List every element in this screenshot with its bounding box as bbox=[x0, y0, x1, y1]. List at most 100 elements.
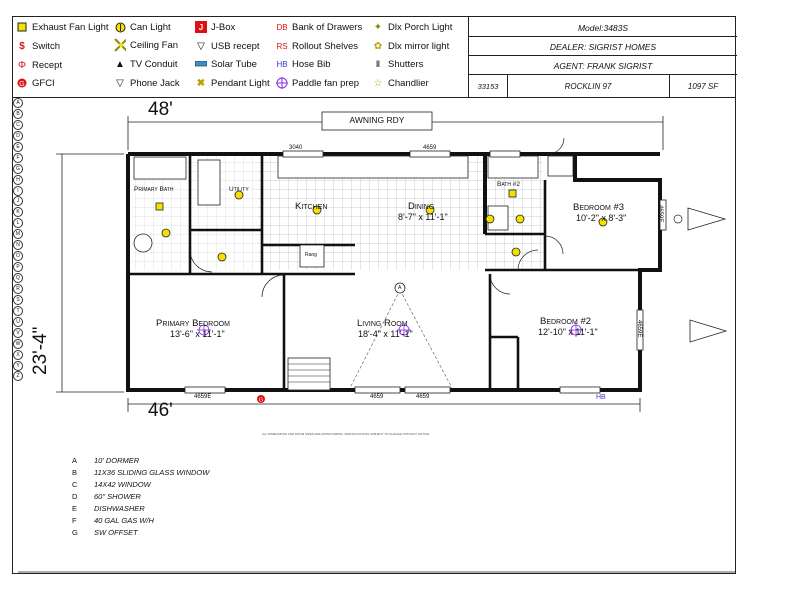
paddle-fan-prep-icon bbox=[276, 77, 288, 89]
awning-label: AWNING RDY bbox=[349, 115, 405, 125]
side-letter: Q bbox=[13, 273, 23, 283]
can-light-icon bbox=[114, 21, 126, 33]
plan-number: 33153 bbox=[469, 75, 508, 98]
side-letter: F bbox=[13, 152, 23, 163]
kitchen-counter bbox=[277, 155, 469, 179]
side-letter: S bbox=[13, 294, 23, 305]
legend-switch: $ Switch bbox=[16, 40, 60, 52]
ceiling-fan-icon bbox=[114, 38, 126, 52]
side-letter: Z bbox=[13, 371, 23, 382]
gfci-marker-label: G bbox=[259, 398, 263, 404]
side-letter: E bbox=[13, 141, 23, 152]
usb-recept-icon: ▽ bbox=[197, 40, 205, 52]
side-letter: Y bbox=[13, 360, 23, 371]
side-letter: A bbox=[13, 98, 23, 108]
legend-label: Can Light bbox=[130, 21, 171, 33]
legend-paddle-fan-prep: Paddle fan prep bbox=[276, 77, 359, 89]
room-bath-2: Bath #2 bbox=[497, 181, 521, 188]
side-letter: L bbox=[13, 218, 23, 229]
exhaust-fan bbox=[155, 202, 164, 211]
range bbox=[299, 244, 325, 268]
recept-icon: Φ bbox=[18, 59, 26, 71]
phone-jack-icon: ▽ bbox=[116, 77, 124, 89]
room-kitchen: Kitchen bbox=[295, 201, 328, 212]
elevation-arrow bbox=[687, 207, 727, 231]
dormer-marker bbox=[394, 282, 406, 294]
washer-dryer bbox=[197, 159, 221, 206]
legend-recept: Φ Recept bbox=[16, 59, 62, 71]
legend-j-box: J J-Box bbox=[195, 21, 235, 33]
window-label: 4659E bbox=[657, 205, 663, 223]
pendant-light-icon: ✖ bbox=[196, 77, 206, 89]
tv-conduit-icon: ▲ bbox=[115, 58, 125, 70]
legend-label: Dlx Porch Light bbox=[388, 21, 453, 33]
legend-label: GFCI bbox=[32, 77, 55, 89]
window-label: 4659E bbox=[194, 394, 212, 400]
dlx-porch-light-icon: ✦ bbox=[373, 21, 383, 33]
room-utility: Utility bbox=[229, 186, 249, 193]
legend-phone-jack: ▽ Phone Jack bbox=[114, 77, 180, 89]
legend-can-light: Can Light bbox=[114, 21, 171, 33]
legend-bank-of-drawers: DB Bank of Drawers bbox=[276, 21, 362, 33]
awning-box bbox=[321, 111, 433, 131]
solar-tube-icon bbox=[195, 58, 207, 70]
room-dining-dim: 8'-7" x 11'-1" bbox=[398, 212, 448, 222]
dealer-text: DEALER: SIGRIST HOMES bbox=[549, 42, 657, 52]
chandlier-icon: ☆ bbox=[373, 77, 383, 89]
tub bbox=[133, 233, 153, 253]
legend-shutters: Ⅱ Shutters bbox=[372, 58, 424, 70]
room-bedroom-3: Bedroom #3 bbox=[573, 202, 625, 213]
side-letter: V bbox=[13, 327, 23, 338]
dlx-mirror-light-icon: ✿ bbox=[373, 40, 383, 52]
side-letter: X bbox=[13, 349, 23, 360]
legend-label: Ceiling Fan bbox=[130, 39, 179, 51]
side-letter: N bbox=[13, 240, 23, 251]
hose-bib-icon: HB bbox=[276, 59, 288, 69]
side-letter: D bbox=[13, 130, 23, 141]
room-primary-bedroom-dim: 13'-6" x 11'-1" bbox=[170, 329, 225, 339]
shutters-icon: Ⅱ bbox=[375, 58, 381, 69]
window-label: 4659E bbox=[636, 320, 642, 338]
rollout-shelves-icon: RS bbox=[276, 41, 288, 51]
legend-label: Switch bbox=[32, 40, 60, 52]
side-dimension: 23'-4" bbox=[30, 326, 51, 375]
room-primary-bedroom: Primary Bedroom bbox=[156, 318, 230, 329]
legend-tv-conduit: ▲ TV Conduit bbox=[114, 58, 177, 70]
legend-label: Shutters bbox=[388, 58, 424, 70]
plan-name: ROCKLIN 97 bbox=[507, 75, 670, 98]
legend-label: Phone Jack bbox=[130, 77, 180, 89]
window-label: 4659 bbox=[423, 145, 437, 151]
side-letter: O bbox=[13, 251, 23, 262]
agent-text: AGENT: FRANK SIGRIST bbox=[553, 61, 653, 71]
legend-label: Solar Tube bbox=[211, 58, 257, 70]
room-bedroom-2-dim: 12'-10" x 11'-1" bbox=[538, 327, 598, 337]
legend-pendant-light: ✖ Pendant Light bbox=[195, 77, 270, 89]
room-living-room: Living Room bbox=[357, 318, 408, 329]
side-letter: P bbox=[13, 262, 23, 273]
stairs bbox=[287, 357, 331, 391]
room-bedroom-3-dim: 10'-2" x 8'-3" bbox=[576, 213, 627, 223]
side-letter: T bbox=[13, 305, 23, 316]
legend-solar-tube: Solar Tube bbox=[195, 58, 257, 70]
room-living-room-dim: 18'-4" x 11'-1" bbox=[358, 329, 413, 339]
legend-ceiling-fan: Ceiling Fan bbox=[114, 38, 179, 52]
legend-label: Exhaust Fan Light bbox=[32, 21, 109, 33]
door-arc bbox=[261, 274, 285, 298]
legend-dlx-porch-light: ✦ Dlx Porch Light bbox=[372, 21, 453, 33]
fine-print: ALL DIMENSIONS AND ROOM SIZES ARE APPROX… bbox=[262, 432, 430, 436]
side-letter: H bbox=[13, 174, 23, 185]
switch-icon: $ bbox=[19, 40, 25, 52]
legend-label: Chandlier bbox=[388, 77, 429, 89]
vanity bbox=[133, 156, 187, 180]
sheet-frame bbox=[12, 16, 736, 574]
exhaust-fan-icon bbox=[16, 21, 28, 33]
legend-label: USB recept bbox=[211, 40, 260, 52]
bottom-dimension: 46' bbox=[148, 400, 173, 421]
bank-of-drawers-icon: DB bbox=[276, 22, 288, 32]
